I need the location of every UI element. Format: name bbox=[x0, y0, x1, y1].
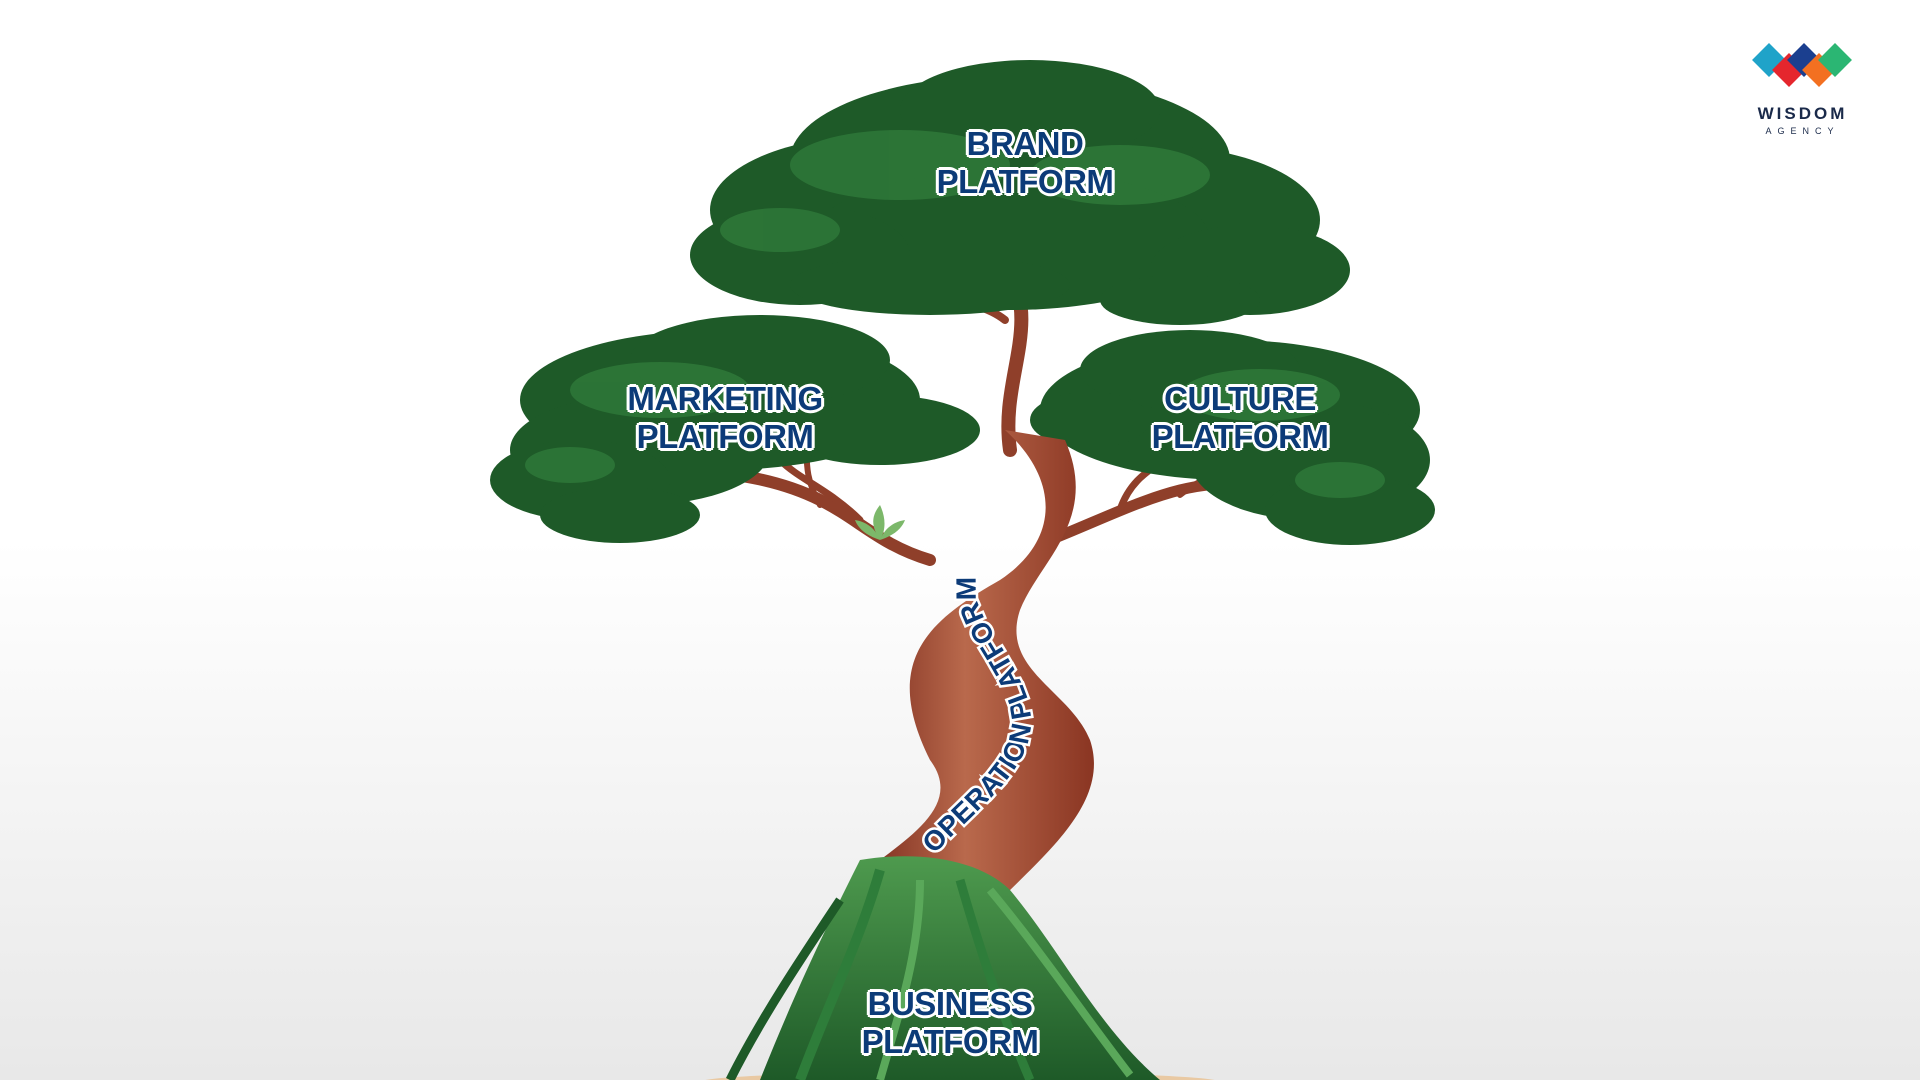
label-line: BRAND bbox=[966, 125, 1084, 162]
label-business-platform: BUSINESS PLATFORM bbox=[840, 985, 1060, 1061]
canopy-left-highlight bbox=[525, 362, 750, 483]
roots bbox=[725, 856, 1160, 1080]
sprout bbox=[855, 505, 905, 540]
label-line: PLATFORM bbox=[861, 1023, 1039, 1060]
label-line: CULTURE bbox=[1164, 380, 1316, 417]
trunk bbox=[860, 430, 1094, 900]
label-line: PLATFORM bbox=[936, 163, 1114, 200]
canopy-right-highlight bbox=[1180, 369, 1385, 498]
logo-subtitle: AGENCY bbox=[1765, 126, 1840, 136]
label-line: BUSINESS bbox=[867, 985, 1033, 1022]
logo-diamond bbox=[1818, 43, 1852, 77]
logo-wordmark: WISDOM bbox=[1757, 104, 1848, 123]
label-line: PLATFORM bbox=[1151, 418, 1329, 455]
label-brand-platform: BRAND PLATFORM bbox=[915, 125, 1135, 201]
label-line: PLATFORM bbox=[636, 418, 814, 455]
label-marketing-platform: MARKETING PLATFORM bbox=[600, 380, 850, 456]
label-culture-platform: CULTURE PLATFORM bbox=[1130, 380, 1350, 456]
label-line: MARKETING bbox=[627, 380, 823, 417]
wisdom-logo-icon bbox=[1752, 43, 1852, 87]
canopy-top-highlight bbox=[720, 130, 1210, 252]
